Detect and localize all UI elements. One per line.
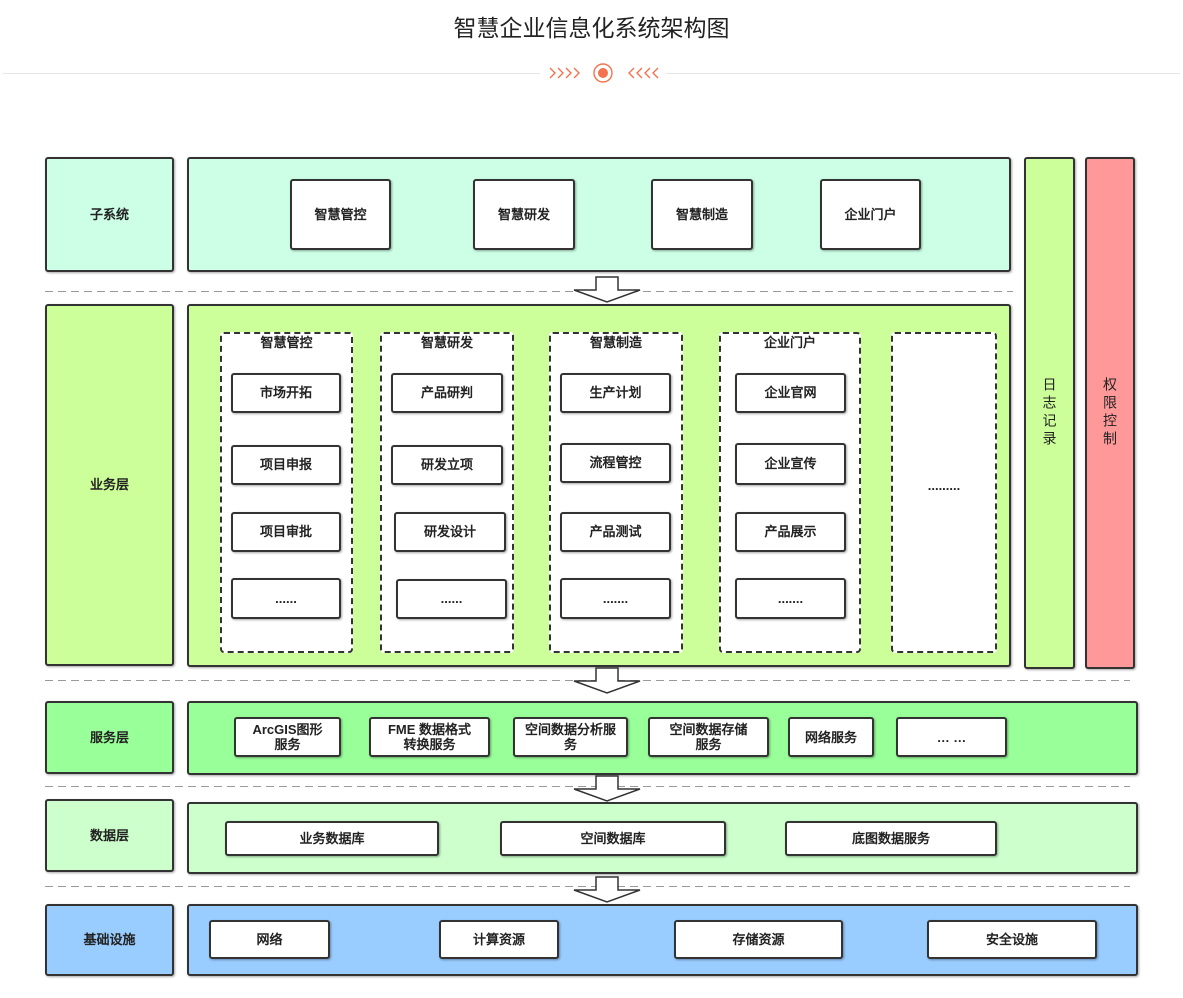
data-item: 空间数据库 [500, 821, 726, 856]
business-item: 企业官网 [735, 373, 846, 413]
layer-label-business: 业务层 [45, 304, 174, 666]
business-item: 项目申报 [231, 445, 341, 485]
chevron-right-icon [565, 67, 572, 79]
layer-separator [45, 886, 1130, 887]
layer-label-data: 数据层 [45, 799, 174, 872]
service-item: 空间数据存储 服务 [648, 717, 769, 757]
subsystem-item: 智慧制造 [651, 179, 753, 250]
service-item: … … [896, 717, 1007, 757]
business-more-ellipsis: ......... [927, 478, 961, 493]
business-item: ...... [231, 578, 341, 619]
chevron-right-icon [573, 67, 580, 79]
diagram-title: 智慧企业信息化系统架构图 [453, 15, 730, 41]
business-item: 生产计划 [560, 373, 671, 413]
business-item: 研发立项 [391, 445, 503, 485]
down-arrow-icon [573, 276, 641, 303]
layer-separator [45, 786, 1130, 787]
subsystem-item: 企业门户 [820, 179, 921, 250]
service-item: 网络服务 [788, 717, 874, 757]
business-item: 产品研判 [391, 373, 503, 413]
business-group-title: 智慧研发 [420, 335, 473, 350]
down-arrow-icon [573, 775, 641, 802]
service-item: FME 数据格式 转换服务 [369, 717, 490, 757]
subsystem-item: 智慧管控 [290, 179, 391, 250]
layer-separator [45, 291, 1013, 292]
side-panel-log: 日志记录 [1024, 157, 1075, 669]
business-item: 产品测试 [560, 512, 671, 552]
down-arrow-icon [573, 667, 641, 694]
infrastructure-item: 计算资源 [439, 920, 559, 959]
chevron-right-icon [549, 67, 556, 79]
layer-label-subsystem: 子系统 [45, 157, 174, 272]
infrastructure-item: 存储资源 [674, 920, 843, 959]
chevron-right-icon [557, 67, 564, 79]
side-label-permission: 权限控制 [1102, 377, 1118, 449]
business-item: 流程管控 [560, 443, 671, 483]
business-group-title: 智慧管控 [260, 335, 313, 350]
title-divider-right [666, 73, 1180, 74]
data-item: 底图数据服务 [785, 821, 997, 856]
layer-label-service: 服务层 [45, 701, 174, 774]
side-label-log: 日志记录 [1041, 377, 1058, 449]
business-item: ....... [560, 578, 671, 619]
chevron-left-icon [636, 67, 643, 79]
business-item: 项目审批 [231, 512, 341, 552]
business-item: 市场开拓 [231, 373, 341, 413]
ring-icon [593, 63, 613, 83]
chevron-left-icon [644, 67, 651, 79]
business-group-title: 企业门户 [763, 335, 816, 350]
title-ornament-icon [549, 63, 659, 83]
business-item: 企业宣传 [735, 443, 846, 485]
layer-label-infrastructure: 基础设施 [45, 904, 174, 976]
service-item: ArcGIS图形 服务 [234, 717, 341, 757]
infrastructure-item: 安全设施 [927, 920, 1097, 959]
business-item: 产品展示 [735, 512, 846, 552]
chevron-left-icon [652, 67, 659, 79]
business-item: ...... [396, 579, 507, 619]
down-arrow-icon [573, 876, 641, 903]
subsystem-item: 智慧研发 [473, 179, 575, 250]
infrastructure-item: 网络 [209, 920, 330, 959]
business-item: ....... [735, 578, 846, 619]
dot-icon [598, 68, 608, 78]
title-divider-left [3, 73, 540, 74]
business-group-title: 智慧制造 [589, 335, 642, 350]
side-panel-permission: 权限控制 [1085, 157, 1135, 669]
chevron-left-icon [628, 67, 635, 79]
service-item: 空间数据分析服 务 [513, 717, 628, 757]
business-item: 研发设计 [394, 512, 506, 552]
data-item: 业务数据库 [225, 821, 439, 856]
business-group-more [891, 332, 997, 653]
